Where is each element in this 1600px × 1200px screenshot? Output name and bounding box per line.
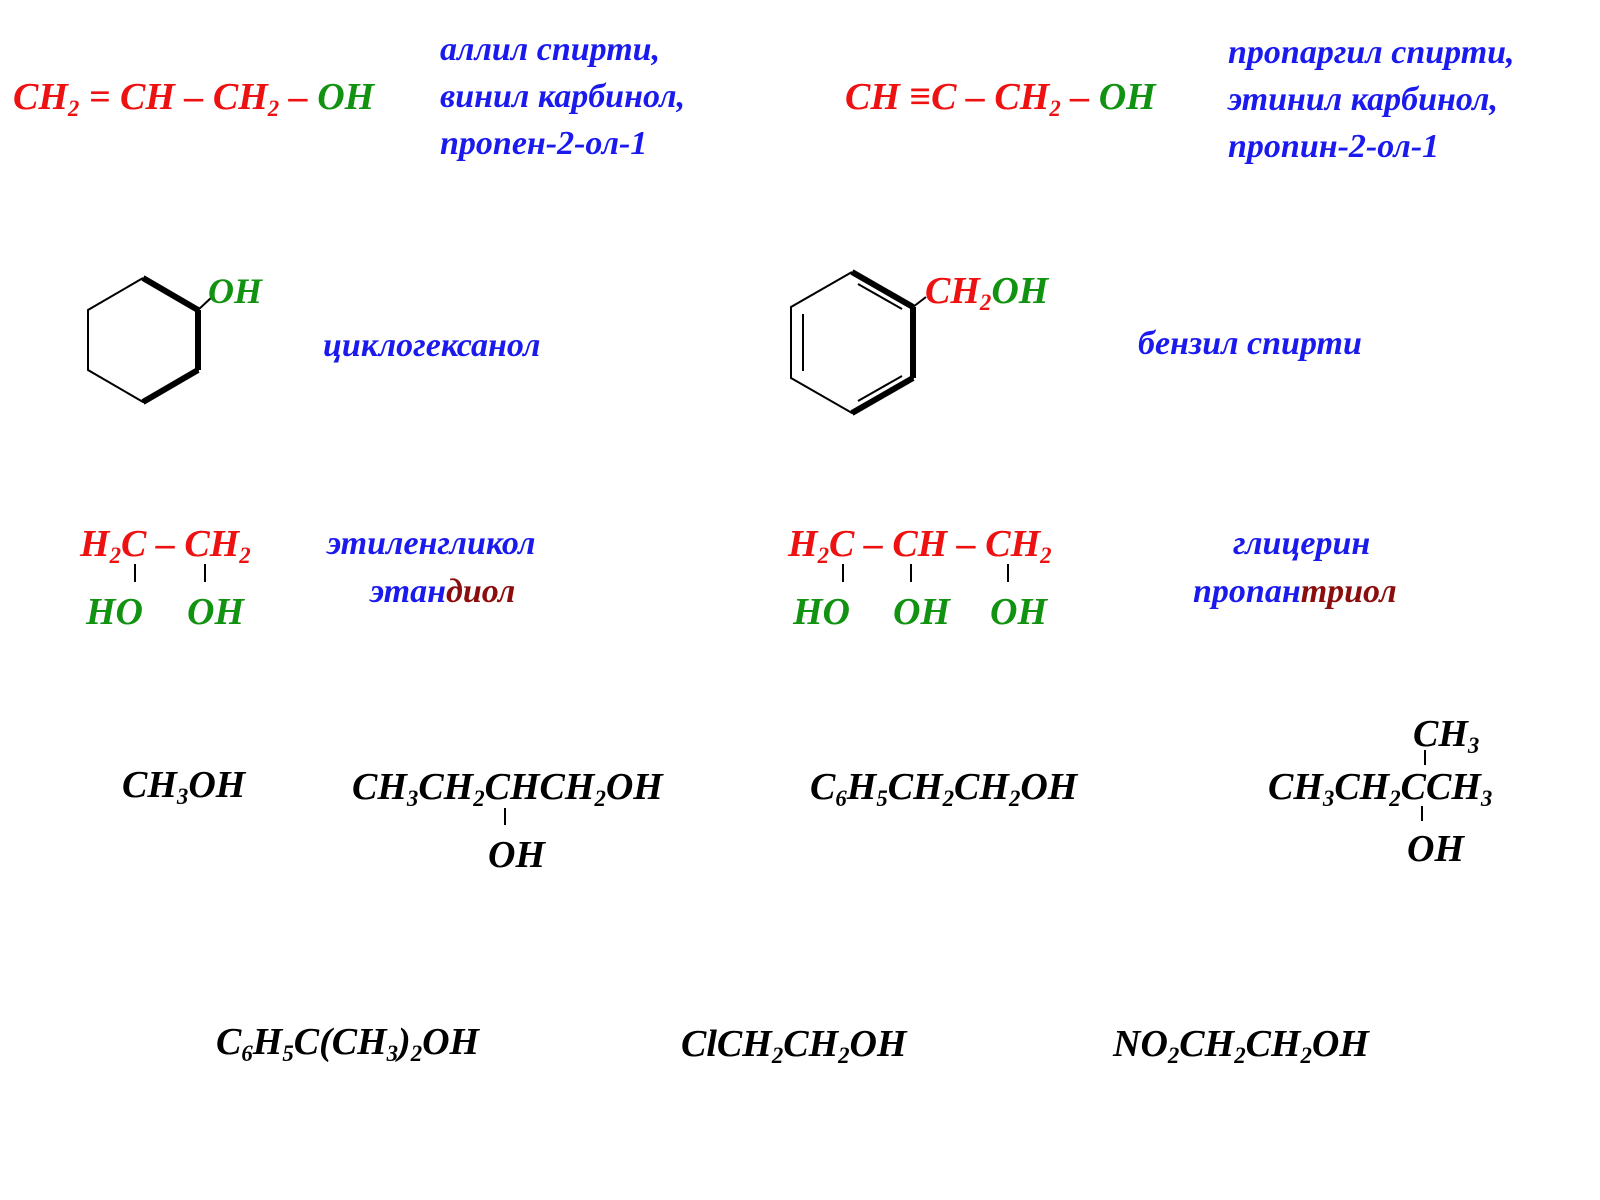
allyl-formula: CH2 = CH – CH2 – OH <box>13 76 375 121</box>
ethylene-glycol-bond-2 <box>204 564 206 582</box>
methylbutanol-bond-top <box>1424 750 1426 765</box>
ethylene-glycol-oh: OH <box>187 591 244 633</box>
propargyl-names: пропаргил спирти, этинил карбинол, пропи… <box>1228 30 1515 171</box>
phenylethanol-formula: C6H5CH2CH2OH <box>810 766 1078 811</box>
benzene-ring <box>790 269 927 416</box>
glycerol-oh-2: OH <box>893 591 950 633</box>
butanediol-oh: OH <box>488 834 545 876</box>
glycerol-top: H2C – CH – CH2 <box>788 523 1052 568</box>
ethylene-glycol-top: H2C – CH2 <box>80 523 251 568</box>
glycerol-oh-3: OH <box>990 591 1047 633</box>
ethylene-glycol-bond-1 <box>134 564 136 582</box>
glycerol-bond-2 <box>910 564 912 582</box>
allyl-name-3: пропен-2-ол-1 <box>440 124 648 162</box>
methylbutanol-oh: OH <box>1407 828 1464 870</box>
allyl-name-1: аллил спирти, <box>440 31 661 68</box>
glycerol-name: глицерин <box>1233 525 1371 562</box>
nitroethanol-formula: NO2CH2CH2OH <box>1113 1023 1369 1068</box>
glycerol-iupac: пропантриол <box>1193 573 1397 610</box>
allyl-name-2: винил карбинол, <box>440 77 686 115</box>
methylbutanol-top: CH3 <box>1413 713 1480 758</box>
butanediol-bond <box>504 808 506 825</box>
cyclohexane-ring <box>87 275 213 405</box>
propargyl-formula: CH ≡C – CH2 – OH <box>845 76 1156 121</box>
ethylene-glycol-name: этиленгликол <box>327 525 536 562</box>
propargyl-name-3: пропин-2-ол-1 <box>1228 127 1440 165</box>
butanediol-formula: CH3CH2CHCH2OH <box>352 766 663 811</box>
benzyl-group: CH2OH <box>925 270 1049 315</box>
methanol-formula: CH3OH <box>122 764 246 809</box>
propargyl-name-1: пропаргил спирти, <box>1228 34 1515 71</box>
cyclohexanol-name: циклогексанол <box>323 327 541 364</box>
ethylene-glycol-iupac: этандиол <box>370 573 516 610</box>
propargyl-name-2: этинил карбинол, <box>1228 80 1498 118</box>
glycerol-bond-3 <box>1007 564 1009 582</box>
methylbutanol-bond-bottom <box>1421 806 1423 821</box>
cyclohexanol-oh: OH <box>208 271 262 311</box>
methylbutanol-formula: CH3CH2CCH3 <box>1268 766 1493 811</box>
glycerol-bond-1 <box>842 564 844 582</box>
phenylpropanol-formula: C6H5C(CH3)2OH <box>216 1021 480 1066</box>
ethylene-glycol-ho: HO <box>86 591 143 633</box>
glycerol-ho: HO <box>793 591 850 633</box>
chloroethanol-formula: ClCH2CH2OH <box>681 1023 907 1068</box>
allyl-names: аллил спирти, винил карбинол, пропен-2-о… <box>440 27 685 168</box>
benzyl-name: бензил спирти <box>1138 325 1362 362</box>
